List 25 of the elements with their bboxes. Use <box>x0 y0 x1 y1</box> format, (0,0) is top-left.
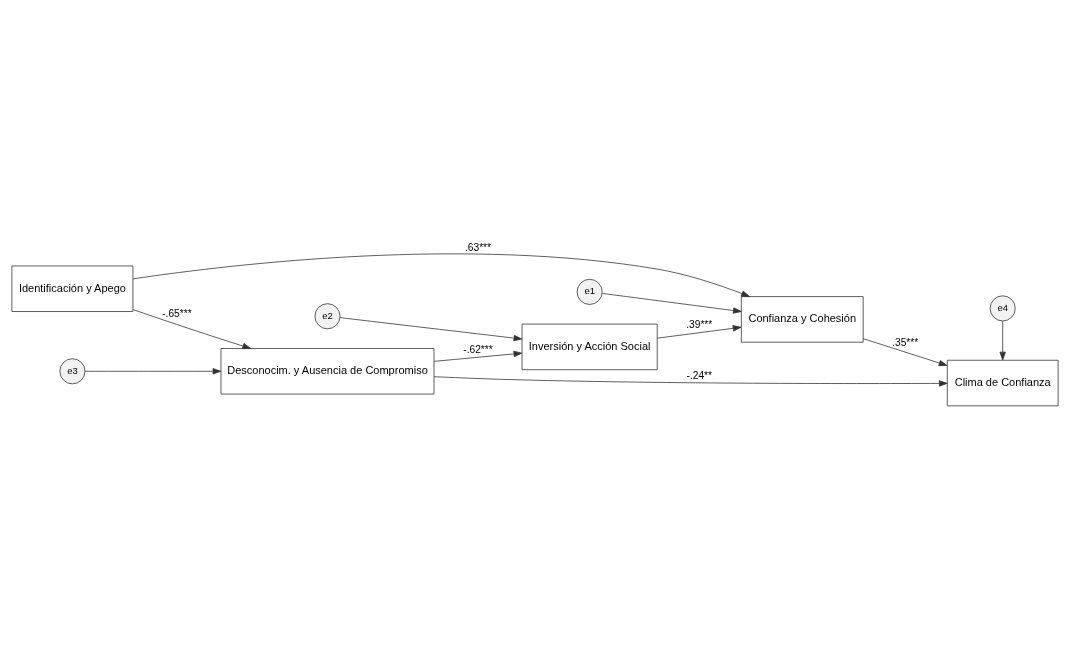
arrow <box>657 325 742 339</box>
arrow <box>862 338 948 367</box>
arrow <box>132 309 252 350</box>
arrow <box>601 293 742 314</box>
arrow <box>999 320 1006 361</box>
arrow <box>433 376 948 387</box>
node-circle: e2 <box>314 303 341 330</box>
node-circle: e3 <box>59 358 86 385</box>
edge-label: .39*** <box>686 319 713 331</box>
arrow <box>433 350 523 362</box>
arrow <box>132 253 750 297</box>
node-box: Inversión y Acción Social <box>521 323 658 371</box>
edge-label: -.65*** <box>162 307 192 319</box>
edge-label: .35*** <box>892 337 919 349</box>
node-box: Desconocim. y Ausencia de Compromiso <box>220 348 435 395</box>
node-box: Identificación y Apego <box>11 265 134 312</box>
arrow <box>339 317 523 342</box>
node-circle: e4 <box>989 295 1016 322</box>
edge-label: .63*** <box>464 242 492 254</box>
arrow <box>84 368 222 375</box>
node-circle: e1 <box>576 278 603 305</box>
node-box: Clima de Confianza <box>946 359 1059 407</box>
node-box: Confianza y Cohesión <box>740 296 864 343</box>
edge-label: -.24** <box>686 370 713 382</box>
edge-label: -.62*** <box>463 343 493 355</box>
